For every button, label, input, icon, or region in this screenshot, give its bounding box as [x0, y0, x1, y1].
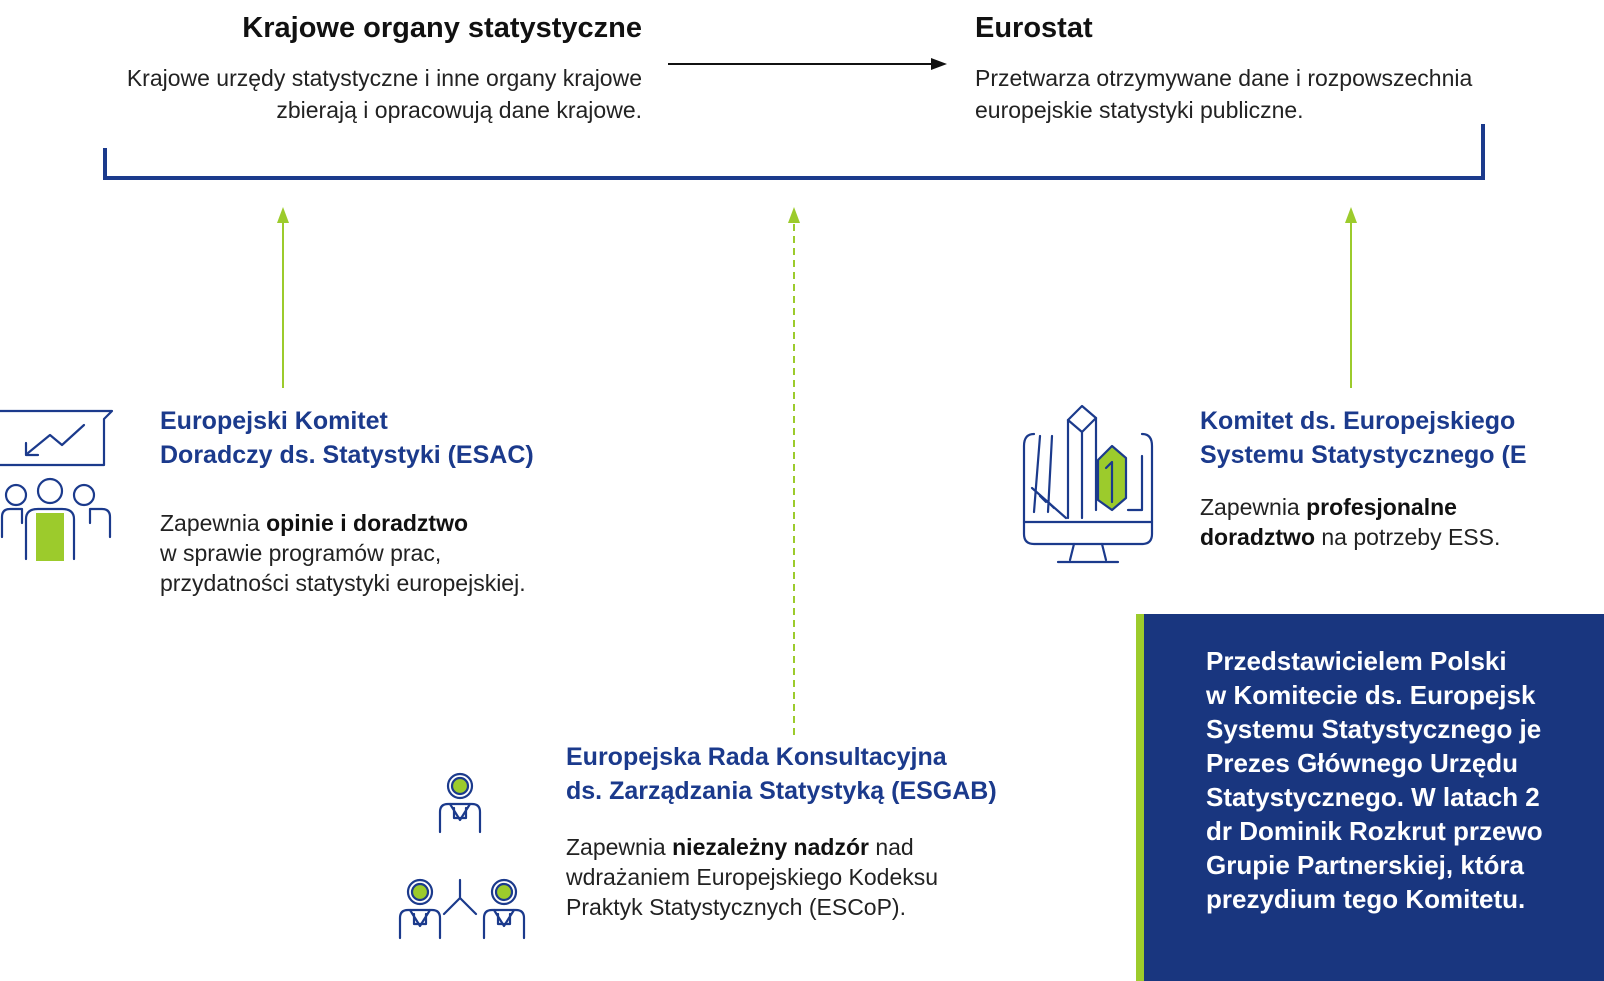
esac-text-bold: opinie i doradztwo: [266, 510, 469, 536]
esgab-title-line1: Europejska Rada Konsultacyjna: [566, 743, 947, 771]
esgab-text-suffix: nad: [868, 834, 914, 860]
eurostat-title: Eurostat: [975, 12, 1093, 44]
esac-arrow-head: [277, 207, 289, 223]
esgab-text-line3: Praktyk Statystycznych (ESCoP).: [566, 894, 906, 920]
essc-description: Zapewnia profesjonalne doradztwo na potr…: [1200, 492, 1500, 552]
esac-text-line3: przydatności statystyki europejskiej.: [160, 570, 526, 596]
essc-arrow-head: [1345, 207, 1357, 223]
esac-description: Zapewnia opinie i doradztwo w sprawie pr…: [160, 508, 526, 598]
essc-title: Komitet ds. Europejskiego Systemu Statys…: [1200, 404, 1527, 472]
essc-title-line1: Komitet ds. Europejskiego: [1200, 407, 1516, 435]
eurostat-line2: europejskie statystyki publiczne.: [975, 97, 1304, 123]
presentation-chart-icon: [0, 405, 116, 565]
callout-line: prezydium tego Komitetu.: [1206, 884, 1526, 914]
esac-title-line1: Europejski Komitet: [160, 407, 388, 435]
monitor-buildings-icon: [1018, 398, 1158, 570]
esgab-arrow-head: [788, 207, 800, 223]
callout-line: Przedstawicielem Polski: [1206, 646, 1507, 676]
bracket-line: [103, 124, 1485, 180]
poland-representative-callout: Przedstawicielem Polski w Komitecie ds. …: [1136, 614, 1604, 981]
esgab-description: Zapewnia niezależny nadzór nad wdrażanie…: [566, 832, 938, 922]
esgab-title: Europejska Rada Konsultacyjna ds. Zarząd…: [566, 740, 997, 808]
essc-text-prefix: Zapewnia: [1200, 494, 1307, 520]
national-bodies-line1: Krajowe urzędy statystyczne i inne organ…: [126, 65, 642, 91]
callout-line: Prezes Głównego Urzędu: [1206, 748, 1519, 778]
callout-text: Przedstawicielem Polski w Komitecie ds. …: [1206, 644, 1604, 916]
essc-text-bold1: profesjonalne: [1306, 494, 1457, 520]
callout-line: Systemu Statystycznego je: [1206, 714, 1542, 744]
essc-title-line2: Systemu Statystycznego (E: [1200, 441, 1527, 469]
essc-text-suffix: na potrzeby ESS.: [1315, 524, 1501, 550]
esgab-text-prefix: Zapewnia: [566, 834, 673, 860]
esac-text-line2: w sprawie programów prac,: [160, 540, 442, 566]
callout-line: dr Dominik Rozkrut przewo: [1206, 816, 1543, 846]
callout-line: w Komitecie ds. Europejsk: [1206, 680, 1536, 710]
eurostat-description: Przetwarza otrzymywane dane i rozpowszec…: [975, 62, 1472, 126]
esgab-text-bold: niezależny nadzór: [672, 834, 869, 860]
essc-text-bold2: doradztwo: [1200, 524, 1315, 550]
eurostat-line1: Przetwarza otrzymywane dane i rozpowszec…: [975, 65, 1473, 91]
national-bodies-line2: zbierają i opracowują dane krajowe.: [276, 97, 642, 123]
callout-line: Statystycznego. W latach 2: [1206, 782, 1540, 812]
national-bodies-description: Krajowe urzędy statystyczne i inne organ…: [127, 62, 642, 126]
esac-title: Europejski Komitet Doradczy ds. Statysty…: [160, 404, 534, 472]
esac-text-prefix: Zapewnia: [160, 510, 267, 536]
esac-title-line2: Doradczy ds. Statystyki (ESAC): [160, 441, 534, 469]
people-network-icon: [386, 764, 526, 976]
esgab-text-line2: wdrażaniem Europejskiego Kodeksu: [566, 864, 939, 890]
callout-line: Grupie Partnerskiej, która: [1206, 850, 1524, 880]
header-arrow-head: [931, 58, 947, 70]
national-bodies-title: Krajowe organy statystyczne: [242, 12, 642, 44]
esgab-title-line2: ds. Zarządzania Statystyką (ESGAB): [566, 777, 997, 805]
